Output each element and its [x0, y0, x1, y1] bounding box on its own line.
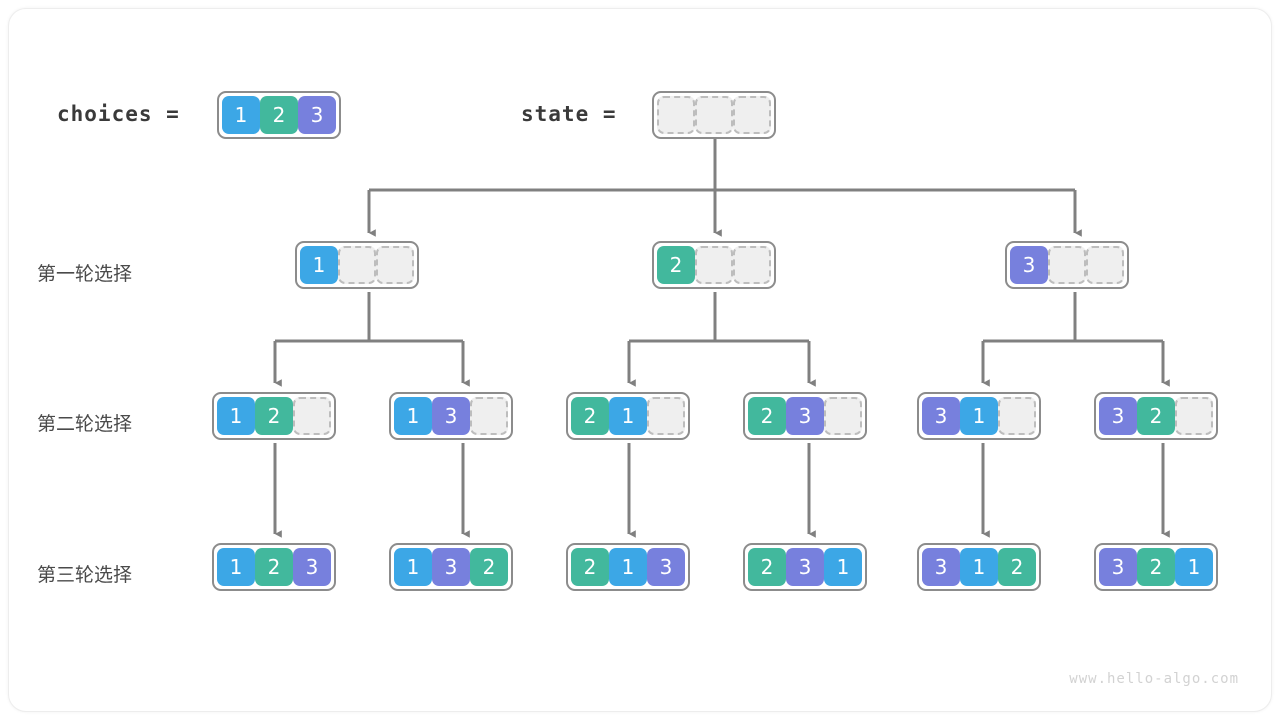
node-cell: 1	[824, 548, 862, 586]
tree-node: 3 1	[917, 392, 1041, 440]
node-cell: 1	[394, 548, 432, 586]
choices-array: 1 2 3	[217, 91, 341, 139]
node-cell: 1	[960, 397, 998, 435]
choices-cell: 2	[260, 96, 298, 134]
watermark: www.hello-algo.com	[1069, 671, 1239, 687]
node-cell: 2	[1137, 397, 1175, 435]
choices-label: choices =	[57, 102, 180, 126]
node-cell	[1086, 246, 1124, 284]
node-cell	[824, 397, 862, 435]
node-cell	[293, 397, 331, 435]
node-cell: 3	[432, 548, 470, 586]
row-label-round-2: 第二轮选择	[37, 413, 133, 435]
row-label-round-3: 第三轮选择	[37, 564, 133, 586]
tree-node: 1 2 3	[212, 543, 336, 591]
node-cell: 3	[786, 548, 824, 586]
node-cell	[647, 397, 685, 435]
node-cell: 1	[609, 397, 647, 435]
tree-node: 2 3 1	[743, 543, 867, 591]
tree-node: 3 1 2	[917, 543, 1041, 591]
node-cell	[695, 246, 733, 284]
node-cell: 2	[470, 548, 508, 586]
node-cell	[1048, 246, 1086, 284]
node-cell	[998, 397, 1036, 435]
node-cell: 1	[960, 548, 998, 586]
node-cell: 1	[394, 397, 432, 435]
row-label-round-1: 第一轮选择	[37, 263, 133, 285]
node-cell: 2	[748, 548, 786, 586]
tree-node: 2 1 3	[566, 543, 690, 591]
node-cell	[1175, 397, 1213, 435]
node-cell: 2	[998, 548, 1036, 586]
node-cell: 3	[922, 548, 960, 586]
node-cell	[470, 397, 508, 435]
tree-node: 3 2 1	[1094, 543, 1218, 591]
node-cell: 3	[647, 548, 685, 586]
node-cell: 2	[748, 397, 786, 435]
node-cell: 1	[1175, 548, 1213, 586]
tree-node: 3	[1005, 241, 1129, 289]
tree-node: 2 1	[566, 392, 690, 440]
node-cell: 2	[255, 548, 293, 586]
node-cell: 1	[609, 548, 647, 586]
choices-cell: 3	[298, 96, 336, 134]
diagram-card: choices = 1 2 3 state = 第一轮选择 第二轮选择 第三轮选…	[8, 8, 1272, 712]
node-cell: 3	[293, 548, 331, 586]
tree-node: 1 3	[389, 392, 513, 440]
diagram-stage: choices = 1 2 3 state = 第一轮选择 第二轮选择 第三轮选…	[9, 9, 1271, 711]
tree-node: 2 3	[743, 392, 867, 440]
connector-wires	[273, 133, 1170, 538]
node-cell: 3	[1099, 548, 1137, 586]
node-cell: 3	[432, 397, 470, 435]
node-cell	[338, 246, 376, 284]
state-cell	[733, 96, 771, 134]
state-array	[652, 91, 776, 139]
state-cell	[695, 96, 733, 134]
tree-node: 1 3 2	[389, 543, 513, 591]
tree-node: 2	[652, 241, 776, 289]
node-cell	[376, 246, 414, 284]
node-cell: 2	[1137, 548, 1175, 586]
tree-node: 1 2	[212, 392, 336, 440]
node-cell: 3	[922, 397, 960, 435]
state-label: state =	[521, 102, 617, 126]
node-cell	[733, 246, 771, 284]
choices-cell: 1	[222, 96, 260, 134]
tree-node: 3 2	[1094, 392, 1218, 440]
node-cell: 3	[1099, 397, 1137, 435]
state-cell	[657, 96, 695, 134]
node-cell: 1	[217, 397, 255, 435]
node-cell: 1	[300, 246, 338, 284]
node-cell: 2	[255, 397, 293, 435]
node-cell: 3	[1010, 246, 1048, 284]
node-cell: 3	[786, 397, 824, 435]
node-cell: 1	[217, 548, 255, 586]
node-cell: 2	[571, 548, 609, 586]
tree-node: 1	[295, 241, 419, 289]
node-cell: 2	[571, 397, 609, 435]
node-cell: 2	[657, 246, 695, 284]
